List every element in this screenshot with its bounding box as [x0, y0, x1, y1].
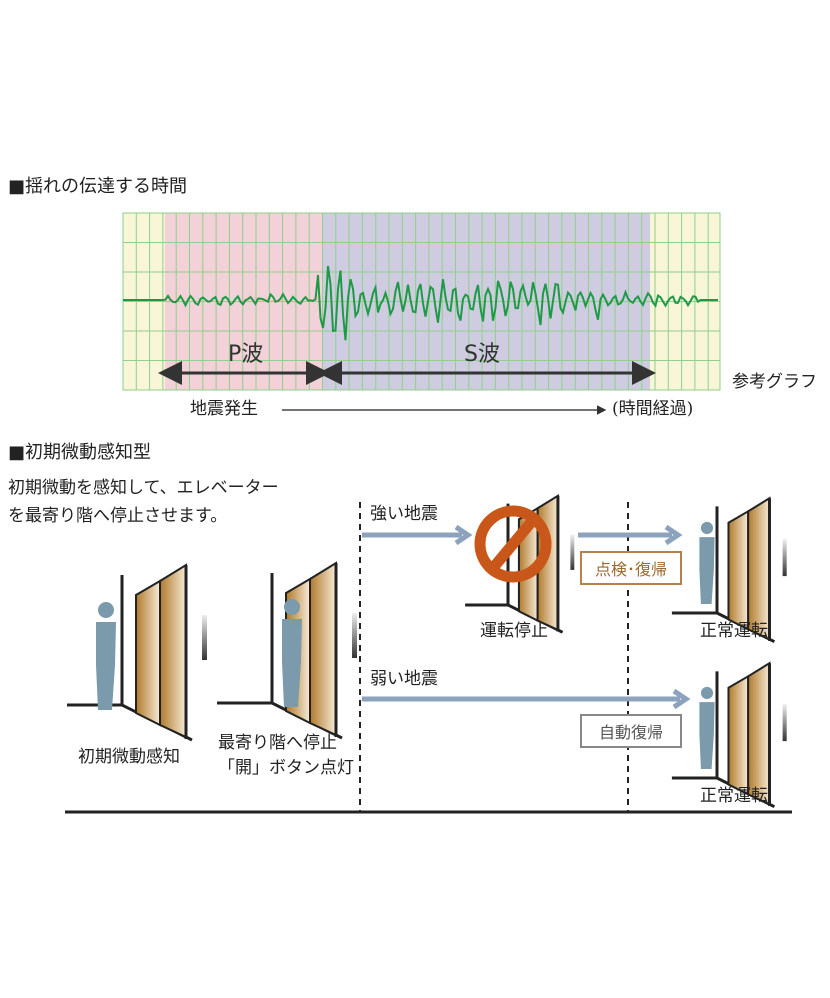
prohibition-icon	[474, 505, 552, 583]
strong-quake-label: 強い地震	[370, 504, 438, 524]
flow-arrows	[362, 524, 691, 710]
section2-title: ■初期微動感知型	[8, 442, 152, 463]
person-bottom	[699, 686, 715, 769]
graph-grid	[122, 212, 721, 391]
auto-recovery-badge: 自動復帰	[580, 714, 682, 748]
step2-label-line1: 最寄り階へ停止	[218, 733, 337, 753]
timeline-start: 地震発生	[190, 399, 258, 419]
weak-quake-label: 弱い地震	[370, 669, 438, 689]
step2-label-line2: 「開」ボタン点灯	[218, 758, 354, 778]
graph-caption: 参考グラフ	[732, 372, 817, 392]
elevator-normal-bottom	[671, 661, 787, 809]
description-line1: 初期微動を感知して、エレベーター	[8, 478, 279, 498]
s-wave-label: S波	[464, 342, 500, 367]
seismograph	[122, 212, 721, 391]
wave-trace	[123, 265, 718, 341]
normal-op-bottom: 正常運転	[700, 786, 768, 806]
elevator-normal-top	[671, 496, 787, 644]
person-top	[699, 521, 715, 604]
person-startled	[96, 602, 116, 710]
elevator-1	[67, 563, 207, 742]
stopped-label: 運転停止	[480, 621, 548, 641]
description-line2: を最寄り階へ停止させます。	[8, 506, 228, 526]
normal-op-top: 正常運転	[700, 621, 768, 641]
p-wave-label: P波	[228, 342, 264, 367]
person-exiting	[282, 599, 302, 707]
timeline-end: (時間経過)	[612, 399, 694, 419]
inspection-badge: 点検･復帰	[580, 551, 682, 585]
step1-label: 初期微動感知	[78, 747, 180, 767]
section1-title: ■揺れの伝達する時間	[8, 176, 188, 197]
